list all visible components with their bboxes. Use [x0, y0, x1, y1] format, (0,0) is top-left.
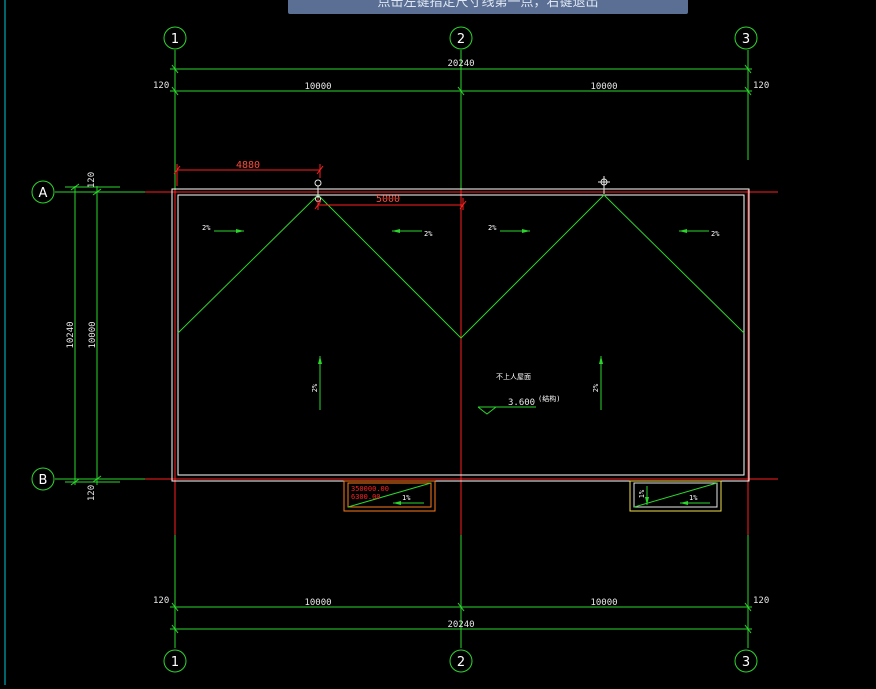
dim-top-right-span: 10000	[590, 82, 617, 92]
elevation-value: 3.600	[508, 398, 535, 408]
canopy-text-1: 350000.00	[351, 485, 389, 493]
dim-bottom-right-offset: 120	[753, 596, 769, 606]
axis-label: 3	[742, 32, 750, 47]
dim-left-top-offset: 120	[87, 172, 97, 188]
axis-label: 3	[742, 655, 750, 670]
axis-label: A	[39, 186, 48, 201]
dim-red-5000: 5000	[376, 194, 400, 205]
ridge-marker-right[interactable]	[598, 176, 610, 194]
top-dimensions[interactable]	[170, 64, 752, 96]
red-dimension-5000[interactable]	[314, 198, 467, 210]
axis-bubble-top-2[interactable]: 2	[449, 26, 473, 50]
dim-left-span: 10000	[88, 321, 98, 348]
axis-label: B	[39, 473, 48, 488]
slope-label: 1%	[689, 494, 698, 502]
dim-bottom-right-span: 10000	[590, 598, 617, 608]
red-dimension-4880[interactable]	[173, 164, 324, 186]
slope-label: 2%	[711, 230, 720, 238]
axis-label: 2	[457, 655, 465, 670]
ridge-lines	[177, 194, 745, 339]
axis-bubble-top-1[interactable]: 1	[163, 26, 187, 50]
command-prompt-text: 点击左键指定尺寸线第一点，右键退出	[377, 0, 599, 10]
slope-label: 2%	[488, 224, 497, 232]
slope-arrow-3[interactable]: 2%	[488, 224, 530, 233]
dim-top-total: 20240	[447, 59, 474, 69]
dim-top-left-span: 10000	[304, 82, 331, 92]
dim-top-right-offset: 120	[753, 81, 769, 91]
roof-outline[interactable]	[171, 188, 750, 482]
axis-bubble-bottom-3[interactable]: 3	[734, 649, 758, 673]
dim-bottom-left-span: 10000	[304, 598, 331, 608]
axis-bubble-row-b[interactable]: B	[31, 467, 55, 491]
slope-arrow-1[interactable]: 2%	[202, 224, 244, 233]
dim-red-4880: 4880	[236, 160, 260, 171]
axis-label: 1	[171, 32, 179, 47]
slope-arrow-6[interactable]: 2%	[592, 356, 603, 410]
dim-left-bottom-offset: 120	[87, 485, 97, 501]
axis-bubble-top-3[interactable]: 3	[734, 26, 758, 50]
axis-label: 2	[457, 32, 465, 47]
axis-bubble-row-a[interactable]: A	[31, 180, 55, 204]
slope-arrow-2[interactable]: 2%	[392, 229, 433, 238]
slope-label: 2%	[202, 224, 211, 232]
elevation-mark[interactable]: 3.600 (结构)	[477, 394, 560, 415]
slope-label: 2%	[424, 230, 433, 238]
axis-label: 1	[171, 655, 179, 670]
slope-label: 1%	[638, 489, 646, 498]
canopy-left[interactable]: 1% 350000.00 6300.00	[343, 480, 436, 512]
grid-lines	[55, 50, 778, 648]
slope-label: 2%	[592, 383, 600, 392]
slope-label: 1%	[402, 494, 411, 502]
slope-arrow-4[interactable]: 2%	[679, 229, 720, 238]
canopy-text-2: 6300.00	[351, 493, 381, 501]
axis-bubble-bottom-2[interactable]: 2	[449, 649, 473, 673]
elevation-note: (结构)	[538, 394, 560, 403]
slope-arrow-5[interactable]: 2%	[311, 356, 322, 410]
roof-label: 不上人屋面	[496, 372, 531, 381]
left-dimensions[interactable]	[65, 183, 120, 486]
dim-top-left-offset: 120	[153, 81, 169, 91]
dim-bottom-left-offset: 120	[153, 596, 169, 606]
canopy-right[interactable]: 1% 1%	[629, 480, 722, 512]
bottom-dimensions[interactable]	[170, 602, 752, 634]
slope-label: 2%	[311, 383, 319, 392]
dim-bottom-total: 20240	[447, 620, 474, 630]
axis-bubble-bottom-1[interactable]: 1	[163, 649, 187, 673]
dim-left-total: 10240	[66, 321, 76, 348]
command-prompt-banner: 点击左键指定尺寸线第一点，右键退出	[288, 0, 688, 14]
